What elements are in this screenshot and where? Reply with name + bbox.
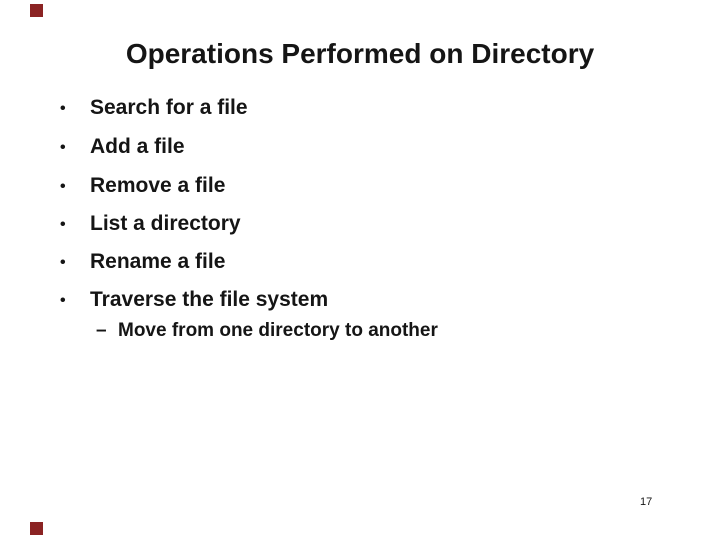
bullet-item: • Rename a file bbox=[0, 249, 700, 275]
bullet-label: Add a file bbox=[90, 135, 185, 158]
bullet-label: Rename a file bbox=[90, 250, 226, 273]
sub-bullet-item: – Move from one directory to another bbox=[0, 319, 700, 343]
corner-accent-top-icon bbox=[30, 4, 43, 17]
bullet-dot-icon: • bbox=[60, 292, 66, 309]
dash-icon: – bbox=[96, 320, 107, 341]
bullet-item: • Add a file bbox=[0, 134, 700, 160]
bullet-label: Traverse the file system bbox=[90, 288, 329, 311]
corner-accent-bottom-icon bbox=[30, 522, 43, 535]
bullet-item: • Search for a file bbox=[0, 95, 700, 121]
bullet-item: • Remove a file bbox=[0, 173, 700, 199]
bullet-label: Search for a file bbox=[90, 96, 248, 119]
page-number: 17 bbox=[640, 496, 653, 508]
bullet-item: • Traverse the file system bbox=[0, 287, 700, 313]
bullet-label: Remove a file bbox=[90, 174, 226, 197]
bullet-label: List a directory bbox=[90, 212, 241, 235]
bullet-item: • List a directory bbox=[0, 211, 700, 237]
slide-title: Operations Performed on Directory bbox=[125, 38, 595, 69]
bullet-dot-icon: • bbox=[60, 216, 66, 233]
bullet-dot-icon: • bbox=[60, 100, 66, 117]
bullet-dot-icon: • bbox=[60, 139, 66, 156]
sub-bullet-label: Move from one directory to another bbox=[118, 320, 438, 341]
bullet-dot-icon: • bbox=[60, 178, 66, 195]
bullet-dot-icon: • bbox=[60, 254, 66, 271]
